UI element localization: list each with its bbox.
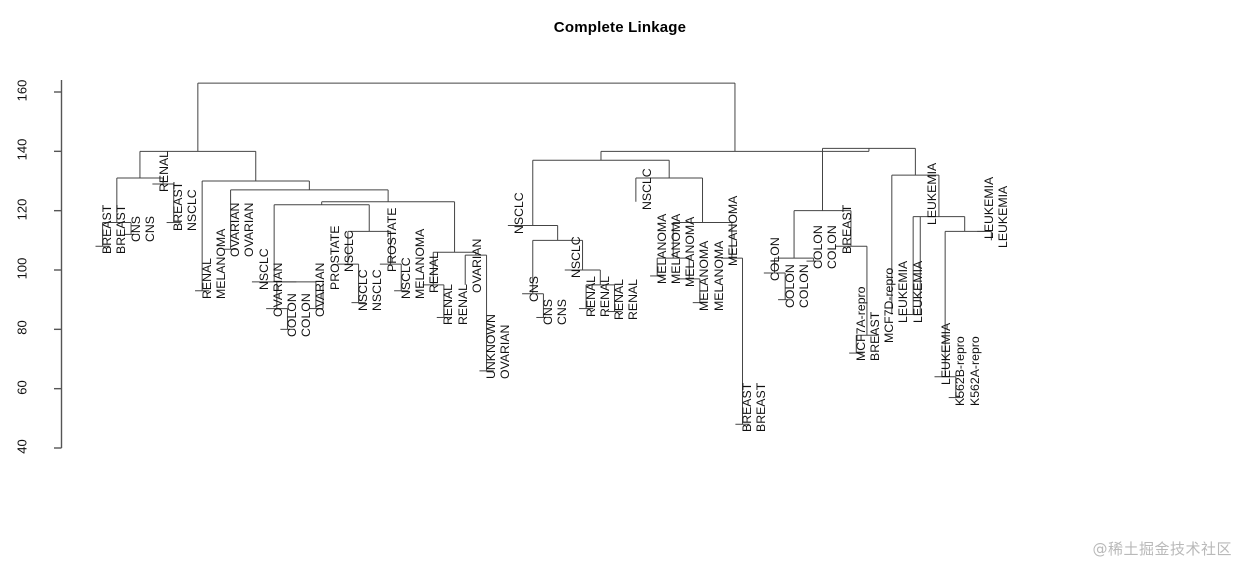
leaf-label: COLON: [796, 263, 811, 308]
leaf-label: LEUKEMIA: [910, 260, 925, 323]
leaf-label: NSCLC: [185, 188, 200, 231]
leaf-label: NSCLC: [370, 268, 385, 311]
leaf-label: RENAL: [455, 284, 470, 326]
y-axis: [54, 80, 63, 449]
leaf-label: BREAST: [754, 383, 769, 433]
leaf-label: MELANOMA: [697, 240, 712, 311]
leaf-label: BREAST: [114, 205, 129, 255]
leaf-label: MELANOMA: [711, 240, 726, 311]
leaf-label: MCF7D-repro: [882, 268, 897, 344]
leaf-label: PROSTATE: [384, 207, 399, 273]
leaf-label: BREAST: [171, 181, 186, 231]
leaf-label: RENAL: [612, 278, 627, 320]
leaf-label: OVARIAN: [270, 262, 285, 317]
dendrogram-branches: [95, 82, 992, 425]
leaf-label: NSCLC: [256, 248, 271, 290]
leaf-label: RENAL: [597, 275, 612, 317]
leaf-label: MELANOMA: [412, 228, 427, 299]
leaf-label: NSCLC: [512, 191, 527, 234]
leaf-label: RENAL: [156, 150, 171, 192]
leaf-label: K562A-repro: [967, 335, 982, 406]
leaf-label: MELANOMA: [213, 228, 228, 299]
leaf-label: MELANOMA: [654, 213, 669, 284]
leaf-label: UNKNOWN: [484, 313, 499, 379]
leaf-label: BREAST: [839, 205, 854, 255]
leaf-label: CNS: [142, 216, 157, 243]
leaf-label: CNS: [540, 299, 555, 326]
leaf-label: RENAL: [583, 275, 598, 317]
leaf-label: RENAL: [427, 251, 442, 293]
leaf-label: BREAST: [740, 383, 754, 433]
leaf-label: LEUKEMIA: [896, 260, 911, 323]
leaf-label: RENAL: [199, 257, 214, 299]
leaf-label: LEUKEMIA: [924, 162, 939, 225]
leaf-label: PROSTATE: [327, 225, 342, 290]
y-axis-tick-label: 60: [14, 379, 30, 395]
leaf-label: NSCLC: [341, 230, 356, 273]
y-axis-tick-label: 80: [14, 320, 30, 336]
y-axis-tick-label: 40: [14, 439, 30, 454]
leaf-label: NSCLC: [569, 236, 584, 278]
leaf-label: COLON: [299, 293, 314, 338]
leaf-label: BREAST: [867, 311, 882, 362]
y-axis-tick-label: 100: [14, 257, 30, 280]
leaf-label: MCF7A-repro: [853, 286, 868, 362]
leaf-label: OVARIAN: [498, 324, 513, 379]
y-axis-tick-label: 160: [14, 79, 30, 102]
leaf-label: MELANOMA: [683, 216, 698, 287]
leaf-label: COLON: [768, 237, 783, 281]
leaf-label: K562B-repro: [953, 335, 968, 406]
leaf-label: NSCLC: [640, 168, 655, 210]
leaf-label: CNS: [128, 216, 143, 243]
leaf-label: MELANOMA: [725, 195, 740, 267]
leaf-label: BREAST: [100, 205, 115, 255]
leaf-label: OVARIAN: [228, 202, 243, 258]
leaf-label: CNS: [555, 299, 570, 326]
leaf-label: LEUKEMIA: [995, 186, 1010, 249]
leaf-label: LEUKEMIA: [981, 177, 996, 240]
leaf-label: OVARIAN: [313, 262, 328, 317]
watermark: @稀土掘金技术社区: [1092, 540, 1232, 558]
leaf-label: CNS: [526, 275, 541, 302]
page-title: Complete Linkage: [553, 19, 687, 36]
leaf-label: COLON: [811, 225, 826, 270]
leaf-label: COLON: [825, 225, 840, 270]
leaf-label: RENAL: [626, 278, 641, 320]
y-axis-tick-label: 140: [14, 138, 30, 161]
leaf-label: MELANOMA: [668, 213, 683, 284]
y-axis-tick-label: 120: [14, 198, 30, 221]
leaf-label: COLON: [782, 263, 797, 308]
leaf-label: OVARIAN: [469, 238, 484, 293]
leaf-label: LEUKEMIA: [939, 322, 954, 385]
leaf-label: OVARIAN: [242, 202, 257, 258]
leaf-label: RENAL: [441, 284, 456, 326]
leaf-label: NSCLC: [398, 257, 413, 299]
leaf-label: NSCLC: [356, 268, 371, 311]
leaf-label: COLON: [284, 293, 299, 338]
